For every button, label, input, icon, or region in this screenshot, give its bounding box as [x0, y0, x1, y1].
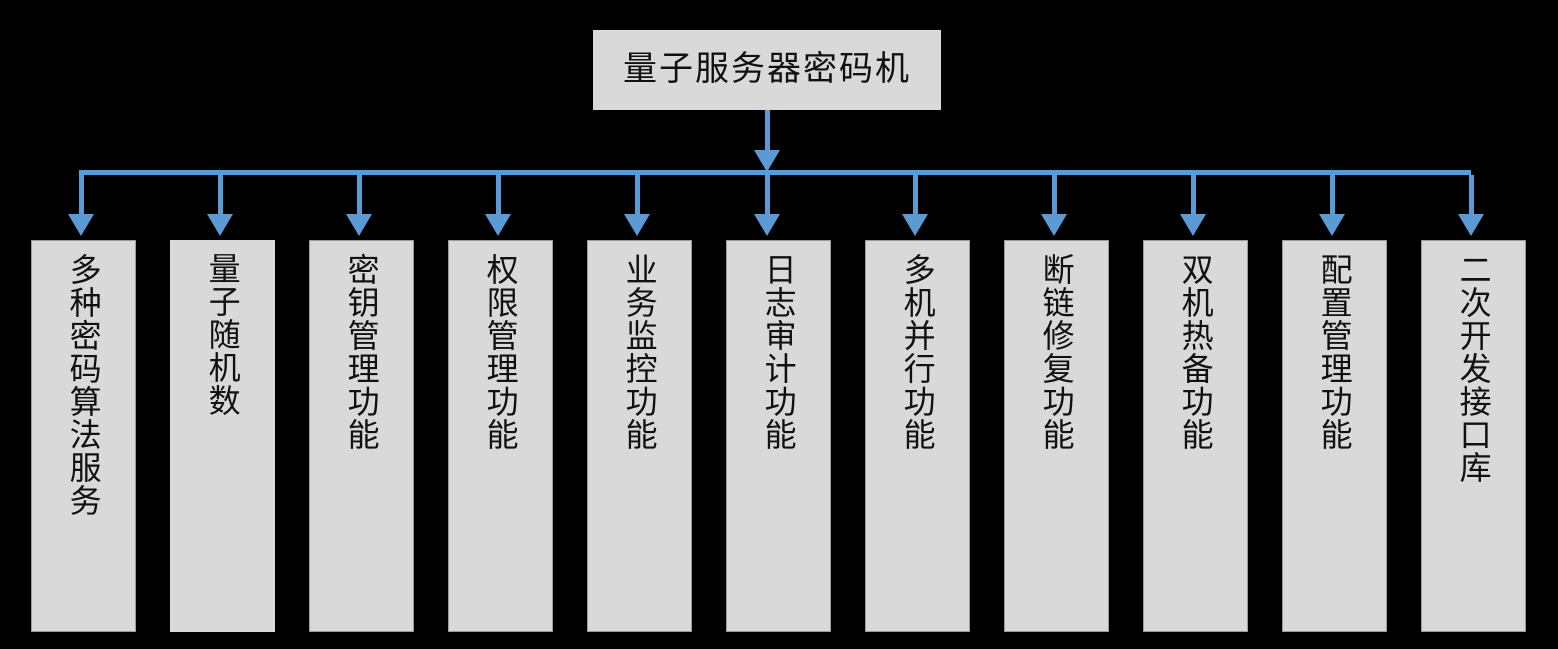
leaf-node-1[interactable]: 多种密码算法服务 [31, 240, 136, 632]
root-node[interactable]: 量子服务器密码机 [593, 30, 941, 110]
branch-stem-10 [1330, 175, 1335, 220]
branch-arrowhead-11 [1458, 214, 1484, 236]
branch-arrowhead-3 [346, 214, 372, 236]
branch-stem-9 [1191, 175, 1196, 220]
branch-arrowhead-10 [1319, 214, 1345, 236]
leaf-node-5[interactable]: 业务监控功能 [587, 240, 692, 632]
branch-arrowhead-4 [485, 214, 511, 236]
leaf-node-label-3: 密钥管理功能 [343, 253, 380, 451]
leaf-node-3[interactable]: 密钥管理功能 [309, 240, 414, 632]
leaf-node-label-2: 量子随机数 [204, 252, 241, 417]
leaf-node-11[interactable]: 二次开发接口库 [1421, 240, 1526, 632]
branch-arrowhead-9 [1180, 214, 1206, 236]
branch-stem-8 [1052, 175, 1057, 220]
branch-arrowhead-5 [624, 214, 650, 236]
branch-stem-11 [1469, 175, 1474, 220]
leaf-node-9[interactable]: 双机热备功能 [1143, 240, 1248, 632]
root-connector-arrowhead [754, 150, 780, 172]
leaf-node-label-10: 配置管理功能 [1316, 253, 1353, 451]
leaf-node-7[interactable]: 多机并行功能 [865, 240, 970, 632]
branch-stem-5 [635, 175, 640, 220]
leaf-node-label-9: 双机热备功能 [1177, 253, 1214, 451]
branch-stem-1 [79, 175, 84, 220]
root-connector-stem [765, 110, 770, 162]
branch-stem-3 [357, 175, 362, 220]
branch-arrowhead-6 [754, 214, 780, 236]
branch-arrowhead-1 [68, 214, 94, 236]
leaf-node-label-8: 断链修复功能 [1038, 253, 1075, 451]
branch-arrowhead-8 [1041, 214, 1067, 236]
leaf-node-8[interactable]: 断链修复功能 [1004, 240, 1109, 632]
leaf-node-label-5: 业务监控功能 [621, 253, 658, 451]
horizontal-bus-connector [79, 170, 1471, 175]
leaf-node-label-6: 日志审计功能 [760, 253, 797, 451]
root-node-label: 量子服务器密码机 [623, 51, 911, 88]
branch-arrowhead-2 [207, 214, 233, 236]
branch-arrowhead-7 [902, 214, 928, 236]
leaf-node-6[interactable]: 日志审计功能 [726, 240, 831, 632]
leaf-node-label-7: 多机并行功能 [899, 253, 936, 451]
branch-stem-4 [496, 175, 501, 220]
branch-stem-7 [913, 175, 918, 220]
leaf-node-2[interactable]: 量子随机数 [170, 240, 275, 632]
leaf-node-label-1: 多种密码算法服务 [65, 253, 102, 517]
leaf-node-10[interactable]: 配置管理功能 [1282, 240, 1387, 632]
leaf-node-label-4: 权限管理功能 [482, 253, 519, 451]
leaf-node-4[interactable]: 权限管理功能 [448, 240, 553, 632]
branch-stem-2 [218, 175, 223, 220]
branch-stem-6 [765, 175, 770, 220]
leaf-node-label-11: 二次开发接口库 [1455, 253, 1492, 484]
